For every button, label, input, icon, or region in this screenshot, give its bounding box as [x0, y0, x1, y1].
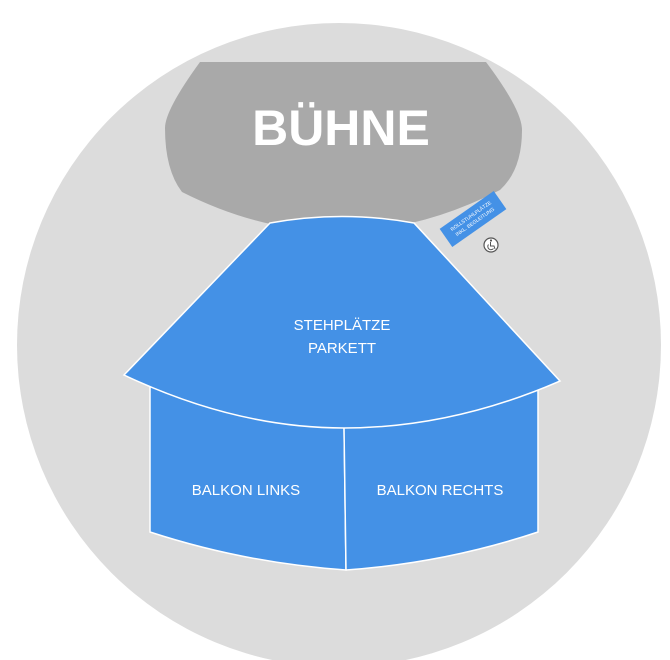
section-stehplaetze-parkett[interactable]: [122, 215, 562, 429]
stage-label: BÜHNE: [252, 100, 430, 156]
stage: [165, 62, 522, 232]
wheelchair-icon: [483, 237, 499, 253]
balkon-rechts-label: BALKON RECHTS: [377, 482, 504, 499]
balkon-links-label: BALKON LINKS: [192, 482, 300, 499]
parkett-label-line1: STEHPLÄTZE: [294, 317, 391, 334]
parkett-label-line2: PARKETT: [308, 340, 376, 357]
